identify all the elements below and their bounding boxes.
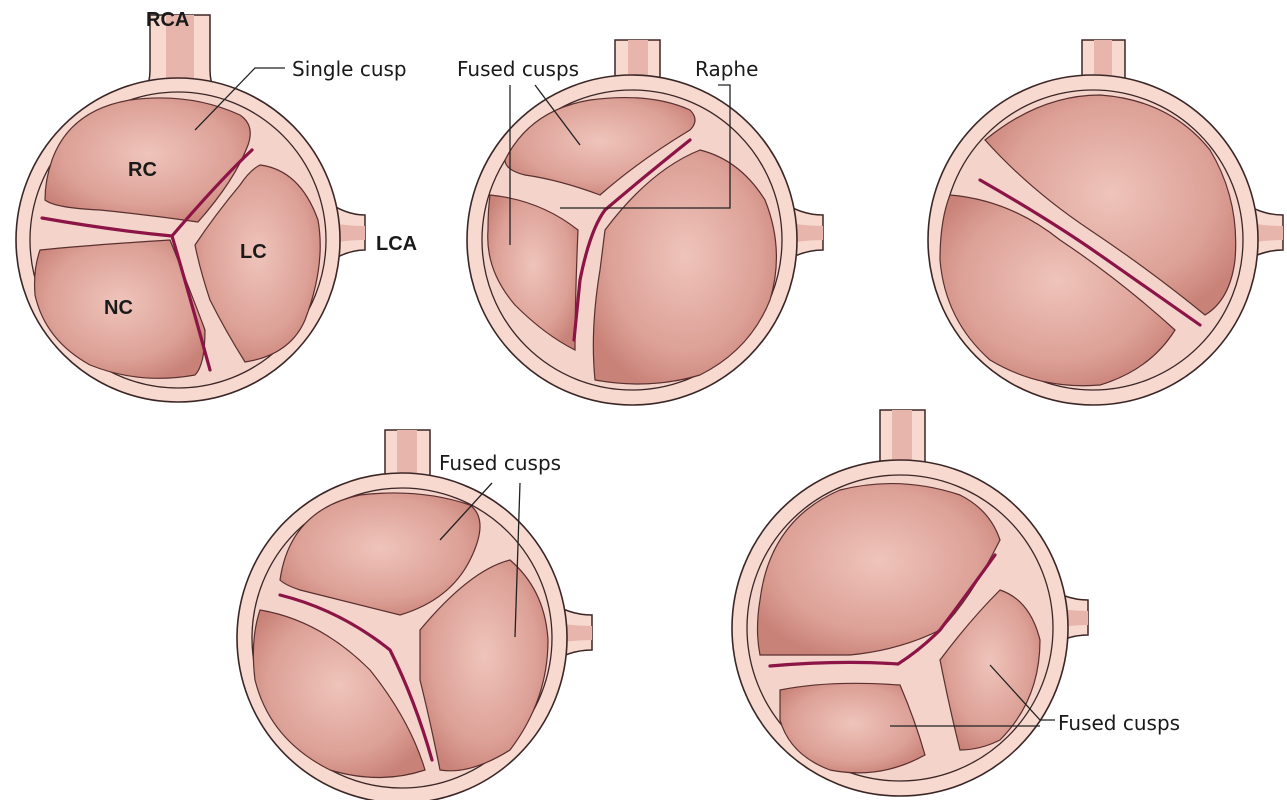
valve-3 bbox=[928, 40, 1283, 405]
lc-label: LC bbox=[240, 241, 267, 263]
rc-label: RC bbox=[128, 159, 157, 181]
fused-cusps-label-2: Fused cusps bbox=[439, 451, 561, 475]
lca-label: LCA bbox=[376, 233, 417, 255]
single-cusp-label: Single cusp bbox=[292, 57, 407, 81]
raphe-label: Raphe bbox=[695, 57, 758, 81]
nc-label: NC bbox=[104, 297, 133, 319]
valve-1: RCA LCA Single cusp RC LC NC bbox=[16, 9, 417, 402]
fused-cusps-label-3: Fused cusps bbox=[1058, 711, 1180, 735]
valve-2: Fused cusps Raphe bbox=[457, 40, 823, 405]
valve-4: Fused cusps bbox=[237, 430, 592, 800]
fused-cusps-label-1: Fused cusps bbox=[457, 57, 579, 81]
rca-label: RCA bbox=[146, 9, 189, 31]
valve-5: Fused cusps bbox=[732, 410, 1180, 796]
